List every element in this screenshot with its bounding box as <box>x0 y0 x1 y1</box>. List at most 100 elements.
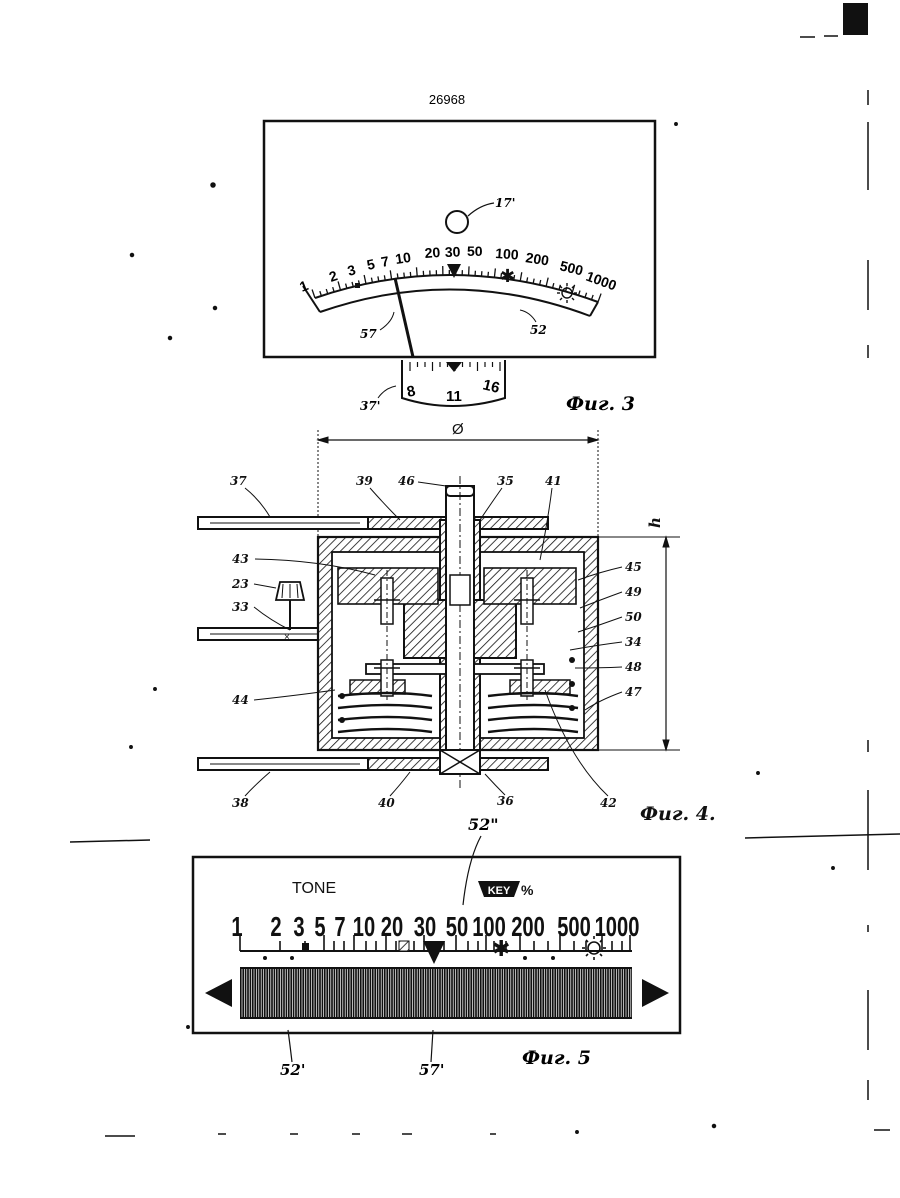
fig3-scale-tick <box>527 277 528 282</box>
fig3-scale-tick <box>364 275 366 284</box>
fig3-ref-arc: 52 <box>530 323 547 337</box>
figure-3-dial: 17' 1 2 3 5 7 10 20 30 50 100 200 500 10… <box>264 121 655 415</box>
fig4-ref: 33 <box>232 600 249 614</box>
fig5-scale-number: 30 <box>414 912 436 943</box>
fig5-caption: Фиг. 5 <box>522 1047 591 1069</box>
fig3-ref-circle: 17' <box>495 196 515 210</box>
fig4-spring-section <box>339 693 345 699</box>
fig3-scale-tick <box>320 291 322 296</box>
fig4-spring-section <box>569 705 575 711</box>
fig4-ref: 44 <box>232 693 249 707</box>
fig5-scale-number: 20 <box>381 912 403 943</box>
fig3-scale-tick <box>390 270 391 279</box>
fig3-num: 2 <box>327 267 340 285</box>
fig3-frame <box>264 121 655 357</box>
fig3-subdial-num: 8 <box>405 383 417 401</box>
fig3-scale-tick <box>384 275 385 280</box>
fig5-scale-dot <box>551 956 555 960</box>
fig5-scale-number: 50 <box>446 912 468 943</box>
fig4-diameter-label: Ø <box>452 421 464 438</box>
fig4-ref: 45 <box>625 560 642 574</box>
fig3-scale-tick <box>585 293 587 298</box>
fig3-scale-tick <box>579 291 581 296</box>
fig4-spring-section <box>569 657 575 663</box>
fig4-ref: 38 <box>232 796 249 810</box>
fig5-scale-number: 200 <box>511 912 545 943</box>
fig3-num: 200 <box>525 249 551 268</box>
fig5-scale-dot <box>290 956 294 960</box>
fig3-lamp-circle <box>446 211 468 233</box>
fig4-ref: 42 <box>600 796 617 810</box>
fig3-ref-subdial: 37' <box>360 399 380 413</box>
fig3-scale-tick <box>333 287 334 292</box>
fig3-pointer-needle <box>395 278 413 357</box>
fig3-subdial-index <box>446 362 462 372</box>
fig4-height-label: h <box>646 517 664 528</box>
fig3-subdial-ticks <box>410 362 500 371</box>
fig3-lamp-leader <box>468 203 494 216</box>
fig3-subdial-num: 11 <box>446 388 462 405</box>
fig3-scale-arc-bottom <box>320 289 590 316</box>
fig4-ref: 39 <box>356 474 373 488</box>
fig3-ref-pointer: 57 <box>360 327 377 341</box>
fig3-scale-tick <box>326 289 327 294</box>
fig5-scale-dot <box>523 956 527 960</box>
fig4-spring-section <box>339 717 345 723</box>
fig5-scale-dot <box>263 956 267 960</box>
fig5-marker-hatched <box>399 941 409 951</box>
fig3-sun-icon <box>557 283 577 303</box>
fig5-left-arrow-icon[interactable] <box>205 979 232 1007</box>
fig5-scale-number: 2 <box>270 912 281 943</box>
fig3-scale-arc-top <box>315 275 598 302</box>
fig4-ref: 48 <box>625 660 642 674</box>
fig4-ref: 36 <box>497 794 514 808</box>
page-number: 26968 <box>429 92 465 107</box>
fig4-ref: 46 <box>398 474 415 488</box>
fig3-num: 500 <box>558 257 585 278</box>
fig3-num: 50 <box>467 243 483 259</box>
fig3-scale-tick <box>404 273 405 278</box>
fig4-ref: 43 <box>232 552 249 566</box>
fig5-ref-top: 52" <box>468 815 499 834</box>
fig5-marker-square <box>302 943 309 950</box>
figure-5-display: TONE KEY % 52" 1235710203050100200500100… <box>193 815 680 1079</box>
fig3-subdial-num: 16 <box>481 376 501 397</box>
fig3-asterisk-icon: ✱ <box>500 266 515 286</box>
fig3-num: 7 <box>380 253 391 270</box>
fig5-percent-label: % <box>521 882 534 898</box>
fig4-ref: 47 <box>625 685 642 699</box>
fig3-num: 3 <box>346 261 358 279</box>
fig3-scale-tick <box>397 273 398 278</box>
fig3-scale-tick <box>416 267 417 276</box>
fig4-ref: 34 <box>625 635 642 649</box>
fig3-scale-tick <box>494 268 495 277</box>
fig3-caption: Фиг. 3 <box>566 393 635 415</box>
corner-registration-mark <box>843 3 868 35</box>
fig4-ref: 41 <box>545 474 562 488</box>
figure-4-section: Ø h <box>198 421 716 825</box>
fig4-ref: 50 <box>625 610 642 624</box>
fig5-tone-label: TONE <box>292 880 336 897</box>
fig5-ref-pointer: 57' <box>419 1061 444 1079</box>
fig5-scale-number: 10 <box>353 912 375 943</box>
fig3-scale-tick <box>312 289 315 298</box>
fig5-scale-numbers: 12357102030501002005001000 <box>231 912 639 943</box>
fig3-marker-square <box>355 283 360 288</box>
fig3-num: 5 <box>365 256 376 273</box>
fig5-index-triangle <box>423 941 445 964</box>
fig5-key-label: KEY <box>488 885 511 897</box>
fig3-num: 100 <box>495 245 520 263</box>
fig5-scale-number: 1 <box>231 912 242 943</box>
fig5-right-arrow-icon[interactable] <box>642 979 669 1007</box>
fig5-asterisk-icon: ✱ <box>492 936 510 961</box>
fig5-scale-number: 7 <box>334 912 345 943</box>
fig3-scale-tick <box>546 278 548 287</box>
fig3-num: 20 <box>424 244 441 261</box>
fig3-num: 10 <box>394 249 412 267</box>
fig3-scale-tick <box>592 295 594 300</box>
fig3-scale-tick <box>598 294 601 302</box>
svg-text:×: × <box>284 632 290 643</box>
fig4-caption: Фиг. 4. <box>640 803 716 825</box>
fig3-num: 1000 <box>584 268 619 294</box>
